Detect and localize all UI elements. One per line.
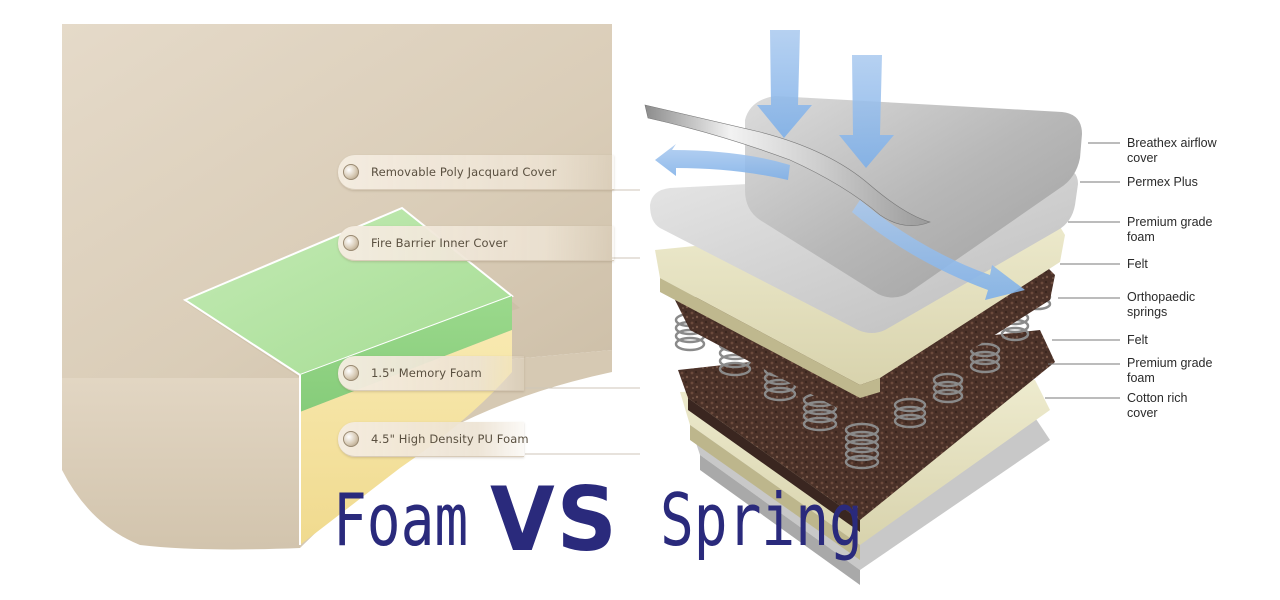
spring-label-premium-foam-bottom: Premium grade foam — [1127, 356, 1213, 385]
spring-label-felt-top: Felt — [1127, 257, 1148, 271]
spring-mattress-illustration — [644, 30, 1082, 585]
spring-label-breathex: Breathex airflow cover — [1127, 136, 1217, 165]
title-spring: Spring — [660, 478, 863, 562]
foam-layer-label: Removable Poly Jacquard Cover — [371, 165, 557, 179]
spring-label-cotton-cover: Cotton rich cover — [1127, 391, 1188, 420]
spring-label-premium-foam-top: Premium grade foam — [1127, 215, 1213, 244]
spring-label-felt-bottom: Felt — [1127, 333, 1148, 347]
foam-callout-cover: Removable Poly Jacquard Cover — [338, 155, 614, 190]
comparison-title: Foam VS Spring — [0, 468, 1280, 590]
foam-mattress-left-side — [62, 378, 300, 550]
foam-callout-memory-foam: 1.5" Memory Foam — [338, 356, 524, 391]
airflow-arrows — [655, 30, 1025, 300]
foam-callout-lines — [525, 189, 640, 455]
foam-layer-label: 1.5" Memory Foam — [371, 366, 482, 380]
spring-label-permex: Permex Plus — [1127, 175, 1198, 189]
callout-bullet-icon — [343, 431, 359, 447]
spring-label-springs: Orthopaedic springs — [1127, 290, 1196, 319]
title-vs: VS — [490, 468, 619, 571]
lower-foam-edge — [690, 425, 860, 560]
spring-callout-lines — [1045, 142, 1120, 399]
peeled-cover-curl — [644, 104, 931, 227]
callout-bullet-icon — [343, 164, 359, 180]
title-foam: Foam — [333, 478, 469, 562]
upper-foam-edge — [660, 278, 880, 398]
foam-callout-fire-barrier: Fire Barrier Inner Cover — [338, 226, 614, 261]
breathex-airflow-cover-layer — [745, 96, 1082, 298]
foam-callout-pu-foam: 4.5" High Density PU Foam — [338, 422, 529, 457]
cotton-cover-edge — [700, 455, 860, 585]
foam-layer-label: Fire Barrier Inner Cover — [371, 236, 508, 250]
lower-felt-edge — [688, 398, 860, 532]
callout-bullet-icon — [343, 365, 359, 381]
callout-bullet-icon — [343, 235, 359, 251]
foam-layer-label: 4.5" High Density PU Foam — [371, 432, 529, 446]
